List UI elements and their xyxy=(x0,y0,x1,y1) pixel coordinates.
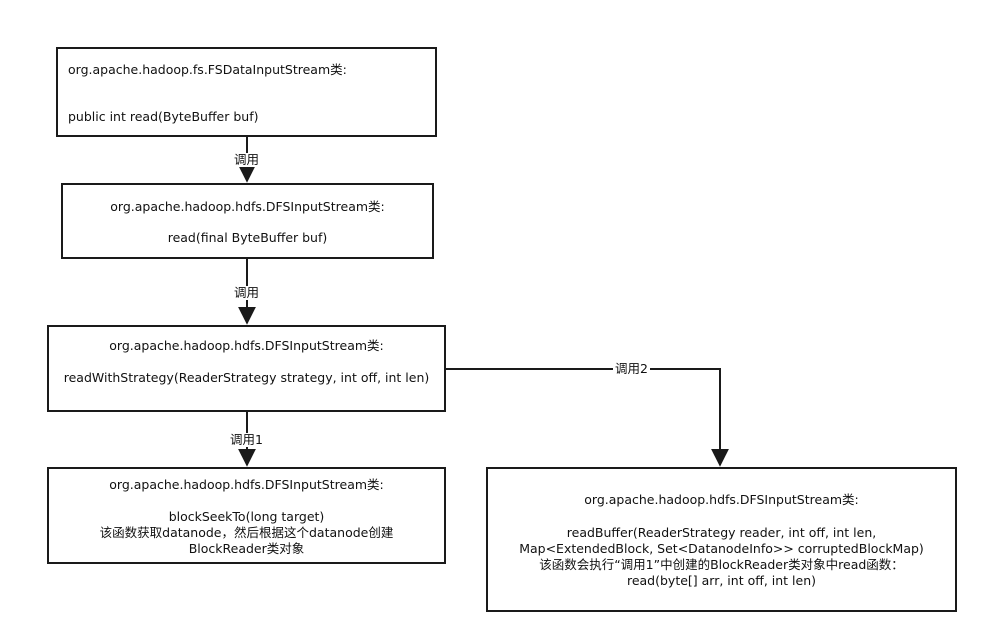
node-method-signature: readBuffer(ReaderStrategy reader, int of… xyxy=(566,525,877,540)
node-call-signature: read(byte[] arr, int off, int len) xyxy=(626,573,817,588)
node-description: BlockReader类对象 xyxy=(188,541,305,556)
node-description: 该函数获取datanode，然后根据这个datanode创建 xyxy=(99,525,394,540)
node-method-signature: readWithStrategy(ReaderStrategy strategy… xyxy=(63,370,430,385)
node-method-signature: blockSeekTo(long target) xyxy=(168,509,325,524)
node-read-buffer: org.apache.hadoop.hdfs.DFSInputStream类: … xyxy=(486,467,957,612)
node-block-seek-to: org.apache.hadoop.hdfs.DFSInputStream类: … xyxy=(47,467,446,564)
node-class-name: org.apache.hadoop.hdfs.DFSInputStream类: xyxy=(109,338,384,353)
node-class-name: org.apache.hadoop.hdfs.DFSInputStream类: xyxy=(110,199,385,214)
node-dfsinputstream-read: org.apache.hadoop.hdfs.DFSInputStream类: … xyxy=(61,183,434,259)
node-method-signature: Map<ExtendedBlock, Set<DatanodeInfo>> co… xyxy=(519,541,924,556)
edge-label-call-1: 调用1 xyxy=(228,432,265,447)
node-class-name: org.apache.hadoop.hdfs.DFSInputStream类: xyxy=(584,492,859,507)
node-description: 该函数会执行“调用1”中创建的BlockReader类对象中read函数： xyxy=(539,557,904,572)
node-read-with-strategy: org.apache.hadoop.hdfs.DFSInputStream类: … xyxy=(47,325,446,412)
node-class-name: org.apache.hadoop.fs.FSDataInputStream类: xyxy=(68,62,347,77)
node-method-signature: public int read(ByteBuffer buf) xyxy=(68,109,259,124)
node-method-signature: read(final ByteBuffer buf) xyxy=(167,230,328,245)
node-class-name: org.apache.hadoop.hdfs.DFSInputStream类: xyxy=(109,477,384,492)
edge-call-4 xyxy=(445,368,729,467)
edge-label-call: 调用 xyxy=(232,152,262,167)
edge-label-call-2: 调用2 xyxy=(613,361,650,376)
edge-label-call: 调用 xyxy=(232,285,262,300)
node-fsdatainputstream-read: org.apache.hadoop.fs.FSDataInputStream类:… xyxy=(56,47,437,137)
